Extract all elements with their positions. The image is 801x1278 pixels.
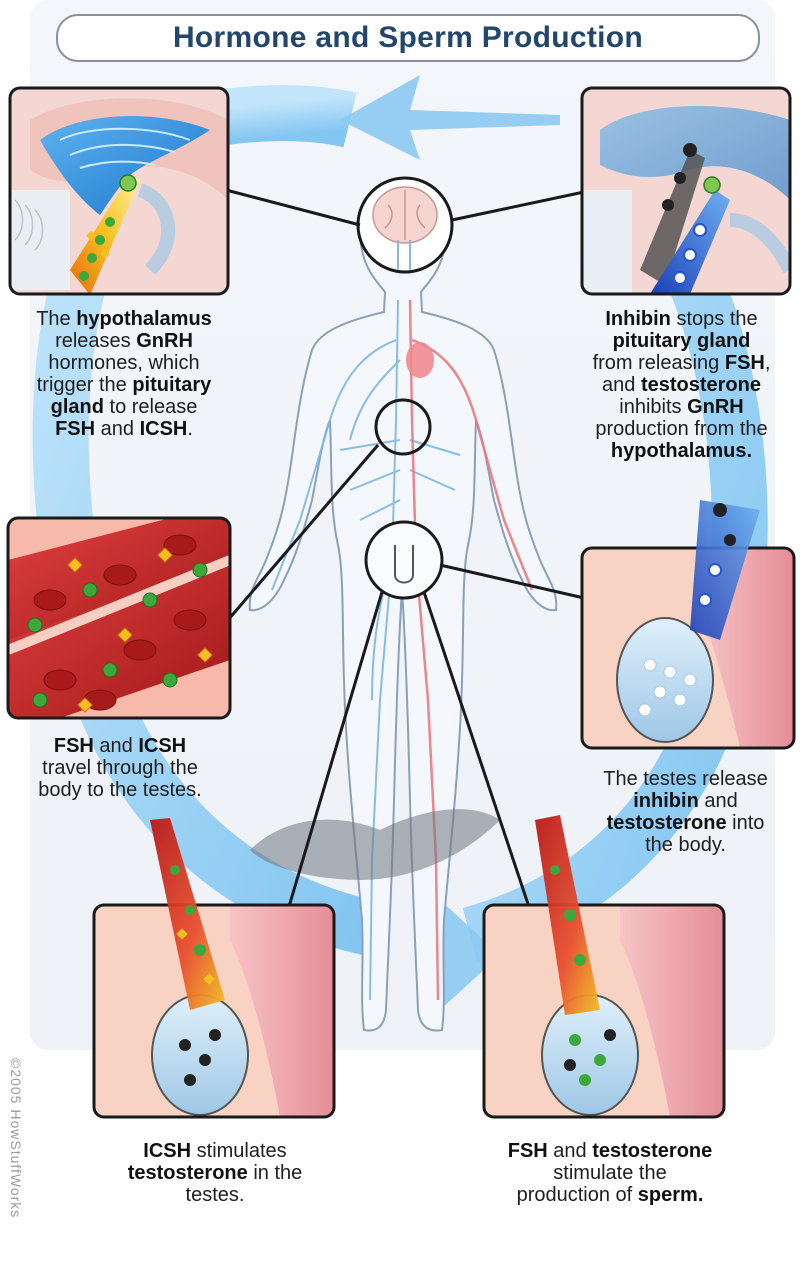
caption-bold-term: FSH (55, 418, 95, 440)
caption-text: and (94, 735, 138, 757)
diagram-artwork (0, 0, 801, 1215)
caption-bold-term: FSH (54, 735, 94, 757)
caption-bold-term: inhibin (633, 790, 699, 812)
caption-text: trigger the (37, 374, 133, 396)
caption-bold-term: gland (51, 396, 104, 418)
copyright-notice: ©2005 HowStuffWorks (0, 1058, 24, 1278)
caption-bold-term: hypothalamus. (611, 440, 752, 462)
testes-icon (617, 618, 713, 742)
caption-text: testes. (186, 1184, 245, 1206)
caption-line: testosterone into (570, 812, 801, 834)
caption-line: hypothalamus. (562, 440, 801, 462)
caption-line: the body. (570, 834, 801, 856)
caption-bold-term: pituitary gland (613, 330, 751, 352)
caption-text: stimulates (191, 1140, 287, 1162)
caption-line: from releasing FSH, (562, 352, 801, 374)
caption-bold-term: testosterone (128, 1162, 248, 1184)
caption-bold-term: GnRH (687, 396, 744, 418)
caption-line: FSH and ICSH (0, 735, 240, 757)
panel-icsh (94, 905, 334, 1117)
caption-line: trigger the pituitary (4, 374, 244, 396)
caption-text: The (36, 308, 76, 330)
brain-magnifier (358, 178, 452, 275)
caption-text: production from the (595, 418, 767, 440)
caption-line: FSH and ICSH. (4, 418, 244, 440)
caption-line: testosterone in the (90, 1162, 340, 1184)
caption-line: releases GnRH (4, 330, 244, 352)
caption-bold-term: testosterone (607, 812, 727, 834)
caption-line: inhibits GnRH (562, 396, 801, 418)
caption-line: and testosterone (562, 374, 801, 396)
caption-bold-term: ICSH (138, 735, 186, 757)
caption-text: inhibits (619, 396, 687, 418)
caption-text: to release (104, 396, 197, 418)
groin-magnifier (366, 522, 442, 598)
diagram-stage: Hormone and Sperm Production The hypotha… (0, 0, 801, 1215)
caption-bold-term: sperm. (638, 1184, 704, 1206)
panel-inhibin (582, 88, 790, 294)
caption-text: the body. (645, 834, 726, 856)
caption-line: travel through the (0, 757, 240, 779)
caption-text: into (727, 812, 765, 834)
caption-text: stimulate the (553, 1162, 666, 1184)
caption-text: . (187, 418, 193, 440)
caption-text: in the (248, 1162, 302, 1184)
caption-bold-term: testosterone (641, 374, 761, 396)
caption-bold-term: pituitary (132, 374, 211, 396)
caption-text: stops the (671, 308, 758, 330)
panel-fsh-testosterone (484, 905, 724, 1117)
caption-line: gland to release (4, 396, 244, 418)
caption-text: , (765, 352, 771, 374)
caption-bold-term: ICSH (140, 418, 188, 440)
caption-text: and (548, 1140, 592, 1162)
caption-line: testes. (90, 1184, 340, 1206)
caption-text: hormones, which (48, 352, 199, 374)
caption-line: body to the testes. (0, 779, 240, 801)
page-title: Hormone and Sperm Production (173, 21, 643, 55)
caption-bold-term: hypothalamus (76, 308, 212, 330)
caption-line: The testes release (570, 768, 801, 790)
caption-line: hormones, which (4, 352, 244, 374)
heart-icon (406, 342, 434, 378)
caption-text: and (602, 374, 641, 396)
caption-line: The hypothalamus (4, 308, 244, 330)
caption-line: FSH and testosterone (460, 1140, 760, 1162)
caption-text: from releasing (593, 352, 725, 374)
panel-hypothalamus (10, 88, 228, 295)
caption-bold-term: ICSH (143, 1140, 191, 1162)
caption-line: production from the (562, 418, 801, 440)
caption-bold-term: FSH (508, 1140, 548, 1162)
caption-line: Inhibin stops the (562, 308, 801, 330)
caption-bold-term: Inhibin (605, 308, 671, 330)
caption-bold-term: GnRH (136, 330, 193, 352)
caption-bold-term: FSH (725, 352, 765, 374)
caption-bold-term: testosterone (592, 1140, 712, 1162)
caption-text: production of (517, 1184, 638, 1206)
caption-line: production of sperm. (460, 1184, 760, 1206)
caption-line: inhibin and (570, 790, 801, 812)
caption-text: and (95, 418, 139, 440)
caption-text: body to the testes. (38, 779, 201, 801)
caption-line: ICSH stimulates (90, 1140, 340, 1162)
panel-blood-vessel (8, 518, 230, 718)
caption-text: releases (55, 330, 136, 352)
title-banner: Hormone and Sperm Production (56, 14, 760, 62)
caption-text: and (699, 790, 738, 812)
caption-text: The testes release (603, 768, 768, 790)
caption-text: travel through the (42, 757, 198, 779)
caption-line: stimulate the (460, 1162, 760, 1184)
caption-line: pituitary gland (562, 330, 801, 352)
panel-testes-release (582, 548, 794, 748)
